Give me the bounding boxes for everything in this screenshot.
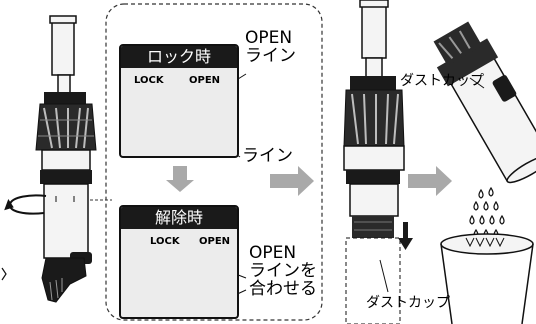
vacuum-left: [35, 15, 97, 303]
trash-bin: [440, 233, 534, 324]
lock-card-title: ロック時: [146, 47, 211, 66]
callout-open-line: OPEN ライン: [245, 28, 296, 66]
callout-line: ライン: [242, 146, 293, 166]
unlock-card-lock-label: LOCK: [150, 236, 180, 247]
detail-frame: [105, 3, 323, 321]
down-arrow-icon: [398, 222, 413, 250]
flow-arrow-icon: [270, 166, 314, 196]
dust-particles: [469, 186, 505, 239]
callout-dust-cup-lower: ダストカップ: [366, 295, 450, 311]
callout-dust-cup-upper: ダストカップ: [400, 73, 484, 89]
lock-card-lock-label: LOCK: [134, 75, 164, 86]
unlock-card-open-label: OPEN: [199, 236, 231, 247]
vacuum-middle: [343, 0, 405, 324]
unlock-card-header: 解除時: [121, 207, 237, 229]
callout-open-line-align: OPEN ラインを 合わせる: [249, 243, 317, 299]
down-flow-arrow-icon: [166, 166, 194, 192]
lock-state-card: ロック時: [119, 44, 239, 158]
unlock-state-card: 解除時: [119, 205, 239, 319]
flow-arrow-icon: [408, 166, 452, 196]
rotate-arrow-icon: [4, 194, 47, 215]
unlock-card-title: 解除時: [154, 208, 203, 227]
lock-card-open-label: OPEN: [189, 75, 221, 86]
lock-card-header: ロック時: [121, 46, 237, 68]
dust-cup-right: [433, 21, 536, 184]
